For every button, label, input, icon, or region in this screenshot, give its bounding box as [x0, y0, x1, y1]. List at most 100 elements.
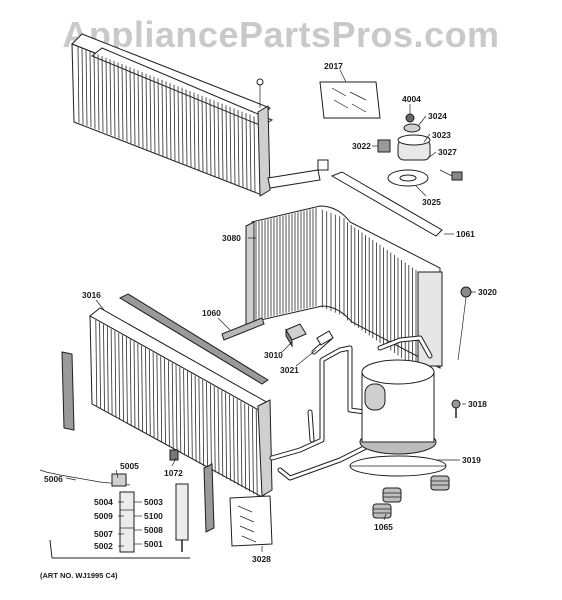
art-number: (ART NO. WJ1995 C4): [40, 571, 118, 580]
bracket-1060[interactable]: [221, 317, 265, 341]
bottom-vertical-strip[interactable]: [203, 463, 215, 533]
coil-fin: [103, 324, 105, 411]
coil-fin: [201, 95, 204, 172]
coil-fin: [156, 354, 159, 441]
callout-5001: 5001: [144, 539, 163, 549]
parts-2017-bag[interactable]: [319, 81, 381, 119]
coil-fin: [122, 335, 124, 422]
part-3027[interactable]: [439, 169, 463, 181]
coil-fin: [121, 63, 124, 141]
electrical-parts-500x[interactable]: [39, 469, 190, 559]
coil-fin: [240, 401, 243, 488]
coil-fin: [213, 386, 216, 473]
coil-fin: [126, 337, 128, 424]
coil-fin: [217, 102, 220, 179]
bolt-3018[interactable]: [451, 399, 461, 418]
coil-fin: [129, 339, 132, 426]
coil-fin: [125, 65, 128, 142]
coil-fin: [85, 49, 88, 126]
coil-fin: [193, 92, 196, 169]
coil-fin: [229, 394, 231, 481]
callout-5004: 5004: [94, 497, 113, 507]
callout-1060: 1060: [202, 308, 221, 318]
evaporator-top-gasket[interactable]: [118, 293, 269, 385]
coil-fin: [149, 75, 152, 152]
coil-fin: [95, 320, 98, 407]
coil-fin: [133, 341, 136, 428]
coil-fin: [157, 78, 160, 155]
coil-fin: [114, 330, 117, 417]
coil-fin: [141, 71, 144, 149]
callout-1065: 1065: [374, 522, 393, 532]
coil-fin: [225, 105, 228, 182]
coil-fin: [133, 68, 136, 145]
callout-3025: 3025: [422, 197, 441, 207]
coil-fin: [117, 62, 120, 139]
coil-fin: [255, 409, 258, 496]
coil-fin: [113, 60, 116, 137]
coil-fin: [253, 116, 256, 193]
coil-fin: [165, 81, 168, 158]
washer-3024[interactable]: [403, 123, 421, 133]
callout-1061: 1061: [456, 229, 475, 239]
bracket-3025[interactable]: [387, 169, 429, 187]
coil-fin: [217, 388, 220, 475]
capacitor-3023[interactable]: [397, 134, 431, 161]
coil-fin: [169, 83, 172, 160]
coil-fin: [110, 328, 113, 415]
evaporator-coil-3016[interactable]: [89, 307, 273, 499]
coil-fin: [177, 86, 180, 163]
left-side-strip[interactable]: [61, 351, 75, 431]
part-3010[interactable]: [285, 323, 307, 348]
condenser-coil-3080[interactable]: [245, 205, 443, 369]
callout-3023: 3023: [432, 130, 451, 140]
grommets-1065[interactable]: [372, 475, 450, 519]
coil-fin: [173, 84, 176, 161]
coil-fin: [202, 379, 205, 467]
coil-fin: [248, 405, 250, 492]
coil-fin: [171, 362, 174, 449]
coil-fin: [229, 106, 232, 183]
coil-fin: [97, 54, 100, 131]
coil-fin: [175, 364, 178, 452]
coil-fin: [206, 382, 208, 469]
coil-fin: [194, 375, 197, 462]
accumulator-3021[interactable]: [311, 330, 334, 355]
coil-fin: [179, 367, 182, 454]
coil-fin: [190, 373, 193, 460]
callout-3010: 3010: [264, 350, 283, 360]
callout-5002: 5002: [94, 541, 113, 551]
callout-5100: 5100: [144, 511, 163, 521]
coil-fin: [145, 73, 148, 150]
leader-lines: [65, 69, 476, 552]
coil-fin: [137, 343, 140, 430]
callout-3020: 3020: [478, 287, 497, 297]
part-1072[interactable]: [169, 449, 179, 461]
callout-3019: 3019: [462, 455, 481, 465]
top-coil-fins: [77, 46, 256, 193]
coil-fin: [164, 358, 166, 445]
part-3020[interactable]: [457, 286, 472, 361]
coil-fin: [145, 347, 147, 434]
coil-fin: [160, 356, 163, 443]
compressor-3019[interactable]: [349, 359, 447, 477]
coil-fin: [161, 79, 164, 156]
part-3022[interactable]: [377, 139, 391, 153]
coil-fin: [168, 360, 170, 447]
parts-3028-card[interactable]: [229, 495, 273, 547]
coil-fin: [99, 322, 101, 409]
callout-5007: 5007: [94, 529, 113, 539]
top-coil-assembly[interactable]: [71, 33, 274, 197]
callout-3024: 3024: [428, 111, 447, 121]
nut-4004[interactable]: [405, 113, 415, 123]
coil-fin: [189, 90, 192, 168]
coil-fin: [153, 76, 156, 153]
top-brace-strip[interactable]: [267, 159, 443, 237]
callout-3018: 3018: [468, 399, 487, 409]
callout-3021: 3021: [280, 365, 299, 375]
callout-3028: 3028: [252, 554, 271, 564]
coil-fin: [244, 403, 247, 490]
coil-fin: [198, 377, 201, 464]
coil-fin: [152, 352, 155, 439]
